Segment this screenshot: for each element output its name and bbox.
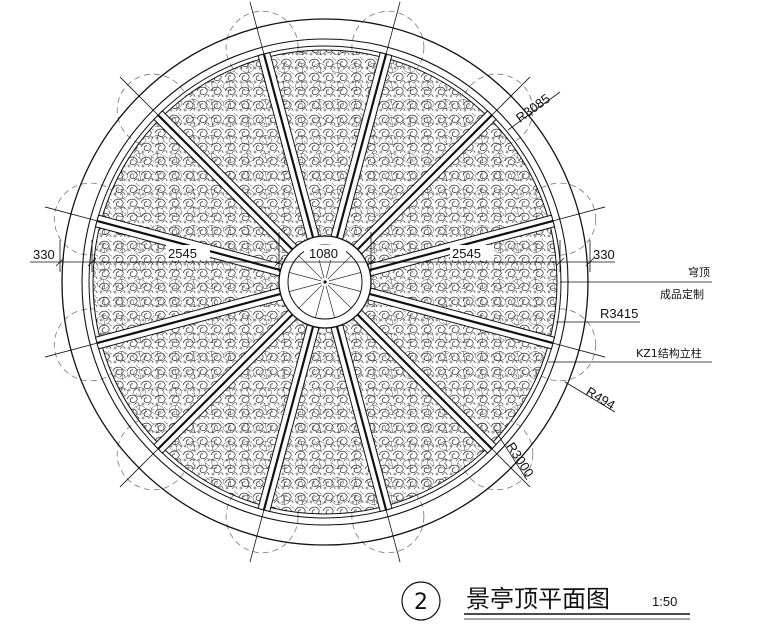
rib-centerline	[96, 292, 281, 345]
center-spoke	[328, 272, 361, 282]
title-text: 景亭顶平面图	[466, 585, 610, 613]
dome-inner-ring	[92, 49, 558, 515]
horizontal-dimension	[30, 232, 615, 272]
center-spoke	[327, 255, 352, 280]
dim-left-span: 2545	[168, 246, 197, 261]
center-spoke	[298, 255, 323, 280]
dim-label-mask-3	[450, 245, 494, 260]
rib-centerline	[356, 313, 493, 450]
rib-centerline	[157, 114, 294, 251]
center-spoke	[298, 284, 323, 309]
dim-right-span: 2545	[452, 246, 481, 261]
dim-center-dia: 1080	[309, 246, 338, 261]
rib-centerline	[356, 114, 493, 251]
rib-centerline	[262, 326, 315, 511]
radius-leaders	[494, 91, 712, 481]
center-spoke	[325, 285, 335, 318]
dim-label-mask-2	[304, 245, 346, 260]
center-spoke	[289, 272, 322, 282]
rib-centerline	[157, 313, 294, 450]
center-spoke	[328, 282, 361, 292]
rib-centerline	[262, 53, 315, 238]
dim-label-mask-1	[166, 245, 210, 260]
center-spoke	[327, 284, 352, 309]
dim-right-offset: 330	[593, 247, 615, 262]
note-column: KZ1结构立柱	[636, 346, 702, 360]
title-number-circle	[401, 581, 441, 621]
center-spoke	[289, 282, 322, 292]
dim-left-offset: 330	[33, 247, 55, 262]
title-number: 2	[414, 590, 428, 615]
note-dome: 穹顶	[688, 265, 710, 279]
center-point	[323, 280, 327, 284]
title-scale: 1:50	[652, 594, 677, 609]
radius-r3415: R3415	[600, 306, 638, 321]
rib-centerline	[369, 292, 554, 345]
note-custom: 成品定制	[660, 287, 704, 301]
radius-r494: R494	[583, 384, 617, 413]
center-spoke	[315, 285, 325, 318]
rib-centerline	[335, 326, 388, 511]
radius-r3000: R3000	[503, 439, 536, 479]
rib-centerline	[335, 53, 388, 238]
